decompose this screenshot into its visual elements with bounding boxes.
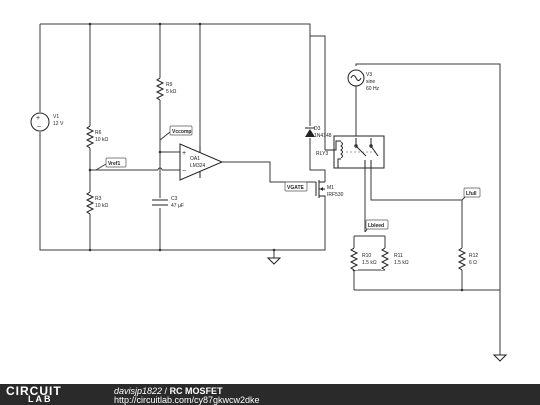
r12-resistor[interactable]: R12 6 Ω [457,247,478,271]
r3-value: 10 kΩ [95,203,108,209]
v3-name: V3 [366,72,372,78]
r6-value: 10 kΩ [95,137,108,143]
net-label-lbleed-text: Lbleed [368,223,384,229]
schematic-svg: + − V1 12 V R6 10 kΩ R3 10 kΩ R9 5 kΩ C3… [30,22,508,362]
ground-icon [266,257,282,265]
net-label-lfull[interactable]: Lfull [461,187,481,201]
r3-resistor[interactable]: R3 10 kΩ [85,191,108,215]
v3-type: sine [366,79,375,85]
wire-v3-top [355,63,501,355]
ground-icon [492,354,508,362]
r6-name: R6 [95,130,102,136]
opamp-minus-sign: − [182,168,186,175]
c3-value: 47 µF [171,203,184,209]
v3-source[interactable]: V3 sine 60 Hz [347,69,380,92]
oa1-opamp[interactable]: + − OA1 LM324 [179,143,224,181]
junction-dot [198,22,202,26]
net-label-vcomp-text: Vccomp [172,129,191,135]
author-link[interactable]: davisjp1822 [114,386,163,396]
junction-dot [88,248,92,252]
oa1-name: OA1 [190,156,200,162]
net-label-lbleed[interactable]: Lbleed [364,219,389,233]
wire-top-rail [40,23,311,36]
r12-name: R12 [469,253,478,259]
junction-dot [158,22,162,26]
r11-resistor[interactable]: R11 1.5 kΩ [380,247,409,271]
r11-value: 1.5 kΩ [394,260,409,266]
logo-bottom-text: LAB [28,394,53,404]
svg-text:−: − [37,124,41,131]
r9-name: R9 [166,82,173,88]
r9-value: 5 kΩ [166,89,177,95]
c3-name: C3 [171,196,178,202]
junctions [88,22,464,292]
net-label-vref[interactable]: Vref1 [95,157,127,171]
opamp-plus-sign: + [182,150,186,157]
r10-name: R10 [362,253,371,259]
oa1-value: LM324 [190,163,206,169]
r6-resistor[interactable]: R6 10 kΩ [85,125,108,149]
circuit-title: davisjp1822 / RC MOSFET [114,386,223,396]
wire-left-bus [39,24,326,251]
r10-value: 1.5 kΩ [362,260,377,266]
d3-name: D3 [314,126,321,132]
m1-name: M1 [327,185,334,191]
r12-value: 6 Ω [469,260,477,266]
rly3-name: RLY3 [316,151,328,157]
junction-dot [88,168,92,172]
m1-mosfet[interactable]: M1 IRF530 [315,180,344,198]
title-separator: / [162,386,170,396]
svg-text:+: + [36,115,40,122]
d3-value: 1N4148 [314,133,332,139]
v1-name: V1 [53,114,59,120]
wire-jump [157,167,163,171]
schematic-canvas[interactable]: + − V1 12 V R6 10 kΩ R3 10 kΩ R9 5 kΩ C3… [0,0,540,384]
r9-resistor[interactable]: R9 5 kΩ [155,77,177,101]
circuitlab-logo[interactable]: CIRCUIT LAB [6,384,92,404]
junction-dot [88,22,92,26]
r11-name: R11 [394,253,403,259]
wire-relay-to-r12 [370,168,463,250]
junction-dot [158,248,162,252]
net-label-vref-text: Vref1 [108,161,120,167]
junction-dot [460,288,464,292]
wire-opamp-output [222,161,316,183]
net-label-vgate-text: VGATE [287,185,305,191]
r10-resistor[interactable]: R10 1.5 kΩ [349,247,377,271]
net-label-lfull-text: Lfull [466,191,477,197]
net-label-vgate[interactable]: VGATE [284,181,308,192]
wires [39,23,501,355]
v1-source[interactable]: + − V1 12 V [30,112,64,132]
circuit-url[interactable]: http://circuitlab.com/cy87gkwcw2dke [114,395,260,405]
m1-value: IRF530 [327,192,344,198]
footer-bar: CIRCUIT LAB davisjp1822 / RC MOSFET http… [0,384,540,405]
v3-value: 60 Hz [366,86,380,92]
r3-name: R3 [95,196,102,202]
junction-dot [158,150,162,154]
d3-diode[interactable]: D3 1N4148 [305,126,332,139]
net-label-vcomp[interactable]: Vccomp [159,125,193,141]
junction-dot [272,248,276,252]
logo-top-text: CIRCUIT [6,384,62,398]
c3-capacitor[interactable]: C3 47 µF [150,196,184,209]
wire-drain [309,35,326,182]
v1-value: 12 V [53,121,64,127]
circuit-name: RC MOSFET [169,386,223,396]
rly3-relay[interactable]: RLY3 [316,135,385,169]
